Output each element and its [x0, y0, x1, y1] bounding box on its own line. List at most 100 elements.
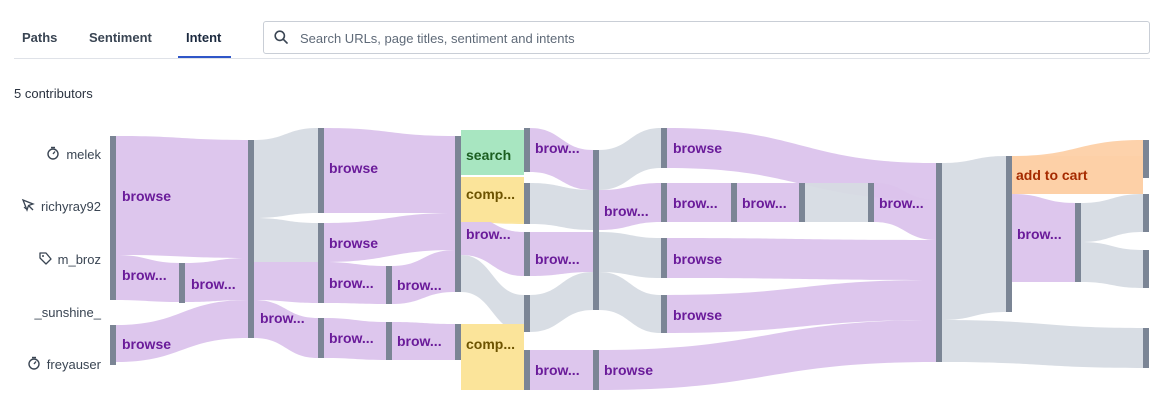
flow-segment — [392, 250, 455, 304]
node-bar[interactable] — [110, 255, 116, 300]
node-bar[interactable] — [318, 318, 324, 358]
node-block — [461, 177, 524, 222]
tab-paths[interactable]: Paths — [22, 30, 58, 45]
node-label-browse: brow... — [879, 195, 924, 211]
flow-segment — [874, 183, 936, 240]
node-label-browse: browse — [122, 188, 171, 204]
user-name: freyauser — [46, 357, 101, 373]
node-bar[interactable] — [936, 163, 942, 362]
timer-icon — [27, 356, 41, 373]
node-bar[interactable] — [1075, 203, 1081, 282]
node-label-browse: brow... — [397, 277, 442, 293]
flow-segment — [667, 280, 936, 333]
tab-divider — [14, 58, 1150, 59]
node-bar[interactable] — [1143, 140, 1149, 178]
tab-sentiment[interactable]: Sentiment — [89, 30, 152, 45]
user-row-melek[interactable]: melek — [0, 146, 101, 163]
node-bar[interactable] — [1143, 328, 1149, 368]
node-label-compare: comp... — [466, 336, 515, 352]
node-bar[interactable] — [661, 183, 667, 222]
node-bar[interactable] — [524, 183, 530, 224]
node-bar[interactable] — [731, 183, 737, 222]
node-label-browse: brow... — [191, 276, 236, 292]
node-bar[interactable] — [524, 350, 530, 390]
flow-segment — [667, 183, 731, 222]
tag-icon — [38, 251, 52, 268]
flow-segment — [599, 232, 661, 278]
flow-segment — [254, 218, 318, 262]
flow-segment — [530, 232, 593, 276]
flow-segment — [324, 318, 387, 360]
user-name: m_broz — [57, 252, 101, 268]
flow-segment — [942, 320, 1143, 368]
node-bar[interactable] — [661, 128, 667, 168]
node-label-browse: brow... — [673, 195, 718, 211]
node-bar[interactable] — [868, 183, 874, 222]
node-bar[interactable] — [248, 140, 254, 338]
node-bar[interactable] — [455, 136, 461, 292]
node-bar[interactable] — [455, 324, 461, 360]
user-row-sunshine[interactable]: _sunshine_ — [0, 304, 102, 321]
node-block — [461, 130, 524, 175]
user-row-freyauser[interactable]: freyauser — [0, 356, 101, 373]
search-box[interactable] — [263, 21, 1150, 54]
node-bar[interactable] — [318, 128, 324, 213]
flow-segment — [461, 255, 524, 332]
flow-segment — [667, 238, 936, 280]
node-label-browse: brow... — [122, 267, 167, 283]
node-bar[interactable] — [110, 136, 116, 300]
pointer-arrow-icon — [21, 198, 35, 215]
node-bar[interactable] — [386, 266, 392, 304]
user-row-m-broz[interactable]: m_broz — [0, 251, 101, 268]
flow-segment — [324, 128, 455, 213]
node-label-browse: brow... — [466, 226, 511, 242]
node-block — [1012, 156, 1143, 194]
node-label-browse: browse — [329, 235, 378, 251]
node-bar[interactable] — [1143, 250, 1149, 288]
node-bar[interactable] — [593, 150, 599, 310]
node-label-browse: browse — [673, 307, 722, 323]
flow-segment — [530, 183, 593, 230]
node-bar[interactable] — [524, 295, 530, 332]
user-row-richyray92[interactable]: richyray92 — [0, 198, 101, 215]
node-bar[interactable] — [318, 223, 324, 303]
node-bar[interactable] — [386, 322, 392, 360]
node-label-browse: brow... — [329, 330, 374, 346]
node-bar[interactable] — [524, 128, 530, 172]
node-bar[interactable] — [110, 325, 116, 365]
node-bar[interactable] — [593, 350, 599, 390]
node-label-browse: brow... — [260, 310, 305, 326]
node-label-browse: brow... — [397, 333, 442, 349]
flow-segment — [1081, 242, 1143, 288]
node-bar[interactable] — [661, 295, 667, 333]
tab-intent[interactable]: Intent — [186, 30, 222, 45]
contributors-count: 5 contributors — [14, 86, 93, 101]
node-bar[interactable] — [1143, 194, 1149, 232]
node-label-browse: brow... — [742, 195, 787, 211]
user-name: melek — [66, 147, 101, 163]
search-input[interactable] — [298, 27, 1142, 49]
user-name: _sunshine_ — [34, 305, 102, 321]
node-bar[interactable] — [661, 238, 667, 278]
search-icon — [274, 30, 288, 44]
node-bar[interactable] — [799, 183, 805, 222]
flow-segment — [254, 262, 318, 303]
flow-segment — [324, 262, 387, 304]
flow-segment — [737, 183, 799, 222]
flow-segment — [599, 272, 661, 333]
node-label-browse: brow... — [604, 203, 649, 219]
flow-segment — [392, 322, 455, 360]
node-bar[interactable] — [179, 263, 185, 303]
node-bar[interactable] — [1006, 156, 1012, 312]
user-name: richyray92 — [41, 199, 101, 215]
active-tab-indicator — [178, 56, 231, 58]
flow-segment — [254, 128, 318, 218]
node-label-browse: brow... — [535, 251, 580, 267]
flow-segment — [599, 320, 936, 390]
tab-bar: Paths Sentiment Intent — [0, 0, 1150, 59]
node-bar[interactable] — [524, 232, 530, 276]
node-label-browse: brow... — [1017, 226, 1062, 242]
flow-segment — [1081, 194, 1143, 242]
node-label-browse: browse — [122, 336, 171, 352]
